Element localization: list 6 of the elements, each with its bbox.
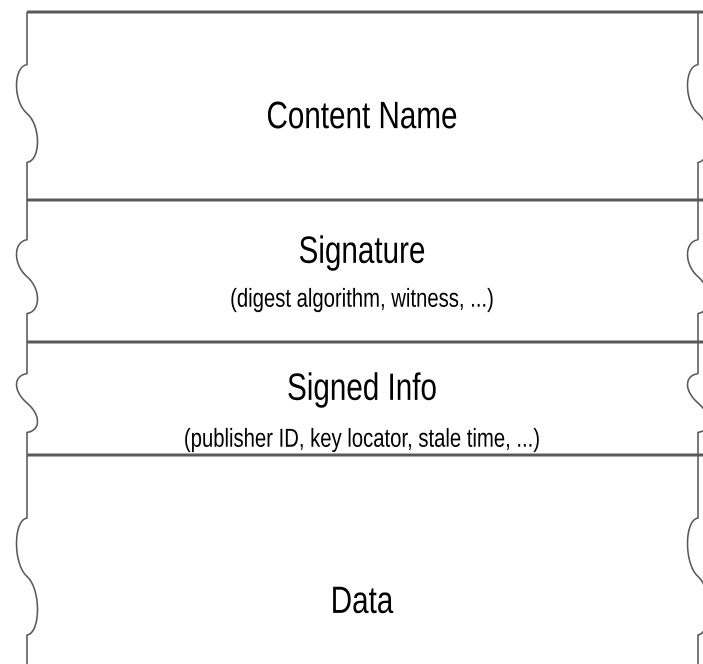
band-title: Content Name xyxy=(268,102,456,128)
band-title: Signed Info xyxy=(288,372,436,408)
band-subtitle: (publisher ID, key locator, stale time, ...) xyxy=(185,428,539,452)
band-subtitle: (digest algorithm, witness, ...) xyxy=(231,288,493,312)
band-title: Signature xyxy=(300,235,424,271)
band-title: Data xyxy=(333,586,394,614)
